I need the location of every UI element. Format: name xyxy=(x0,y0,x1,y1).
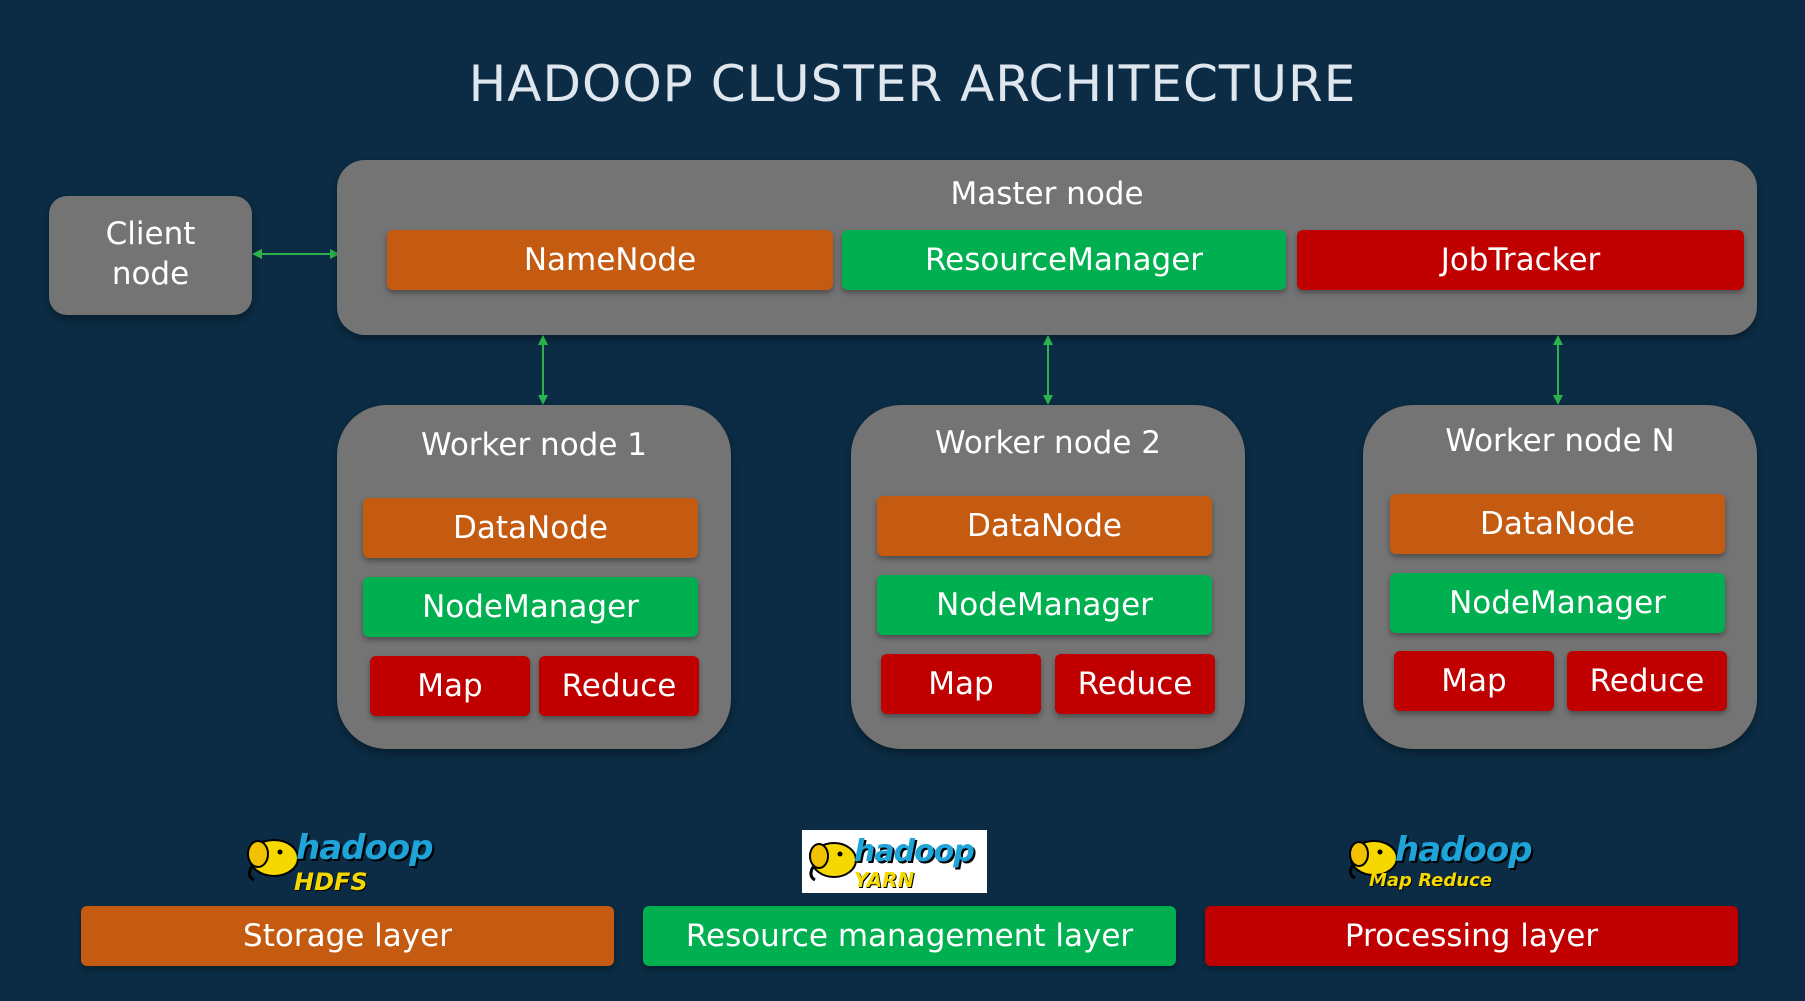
nodemanager-box: NodeManager xyxy=(363,577,698,637)
master-workerN-arrow xyxy=(1553,335,1563,405)
worker-node-n: Worker node N DataNode NodeManager Map R… xyxy=(1363,405,1757,749)
hdfs-sublabel: HDFS xyxy=(294,868,368,896)
jobtracker-box: JobTracker xyxy=(1297,230,1744,290)
worker-node-label: Worker node N xyxy=(1445,423,1675,459)
datanode-box: DataNode xyxy=(877,496,1212,556)
hadoop-wordmark: hadoop xyxy=(854,834,975,869)
client-node: Client node xyxy=(49,196,252,315)
master-node-label: Master node xyxy=(950,176,1144,212)
client-node-label: Client node xyxy=(105,216,196,292)
master-worker1-arrow xyxy=(538,335,548,405)
master-worker2-arrow xyxy=(1043,335,1053,405)
yarn-sublabel: YARN xyxy=(854,868,915,892)
datanode-box: DataNode xyxy=(1390,494,1725,554)
map-box: Map xyxy=(1394,651,1554,711)
nodemanager-box: NodeManager xyxy=(877,575,1212,635)
namenode-box: NameNode xyxy=(387,230,833,290)
resource-management-layer-bar: Resource management layer xyxy=(643,906,1176,966)
reduce-box: Reduce xyxy=(539,656,699,716)
hadoop-hdfs-logo: hadoop HDFS xyxy=(244,828,454,898)
resourcemanager-box: ResourceManager xyxy=(842,230,1286,290)
hadoop-mapreduce-logo: hadoop Map Reduce xyxy=(1345,830,1545,895)
worker-node-label: Worker node 2 xyxy=(934,425,1161,461)
hadoop-wordmark: hadoop xyxy=(296,828,434,868)
diagram-title: HADOOP CLUSTER ARCHITECTURE xyxy=(468,55,1357,113)
hadoop-yarn-logo: hadoop YARN xyxy=(802,830,987,893)
elephant-icon xyxy=(809,842,857,882)
datanode-box: DataNode xyxy=(363,498,698,558)
worker-node-2: Worker node 2 DataNode NodeManager Map R… xyxy=(851,405,1245,749)
mapreduce-sublabel: Map Reduce xyxy=(1369,870,1492,891)
elephant-icon xyxy=(247,839,299,882)
hadoop-wordmark: hadoop xyxy=(1395,830,1533,870)
reduce-box: Reduce xyxy=(1055,654,1215,714)
reduce-box: Reduce xyxy=(1567,651,1727,711)
nodemanager-box: NodeManager xyxy=(1390,573,1725,633)
storage-layer-bar: Storage layer xyxy=(81,906,614,966)
processing-layer-bar: Processing layer xyxy=(1205,906,1738,966)
map-box: Map xyxy=(881,654,1041,714)
elephant-icon xyxy=(1348,840,1398,880)
worker-node-label: Worker node 1 xyxy=(420,427,647,463)
map-box: Map xyxy=(370,656,530,716)
client-master-arrow xyxy=(252,249,340,259)
worker-node-1: Worker node 1 DataNode NodeManager Map R… xyxy=(337,405,731,749)
master-node: Master node NameNode ResourceManager Job… xyxy=(337,160,1757,335)
